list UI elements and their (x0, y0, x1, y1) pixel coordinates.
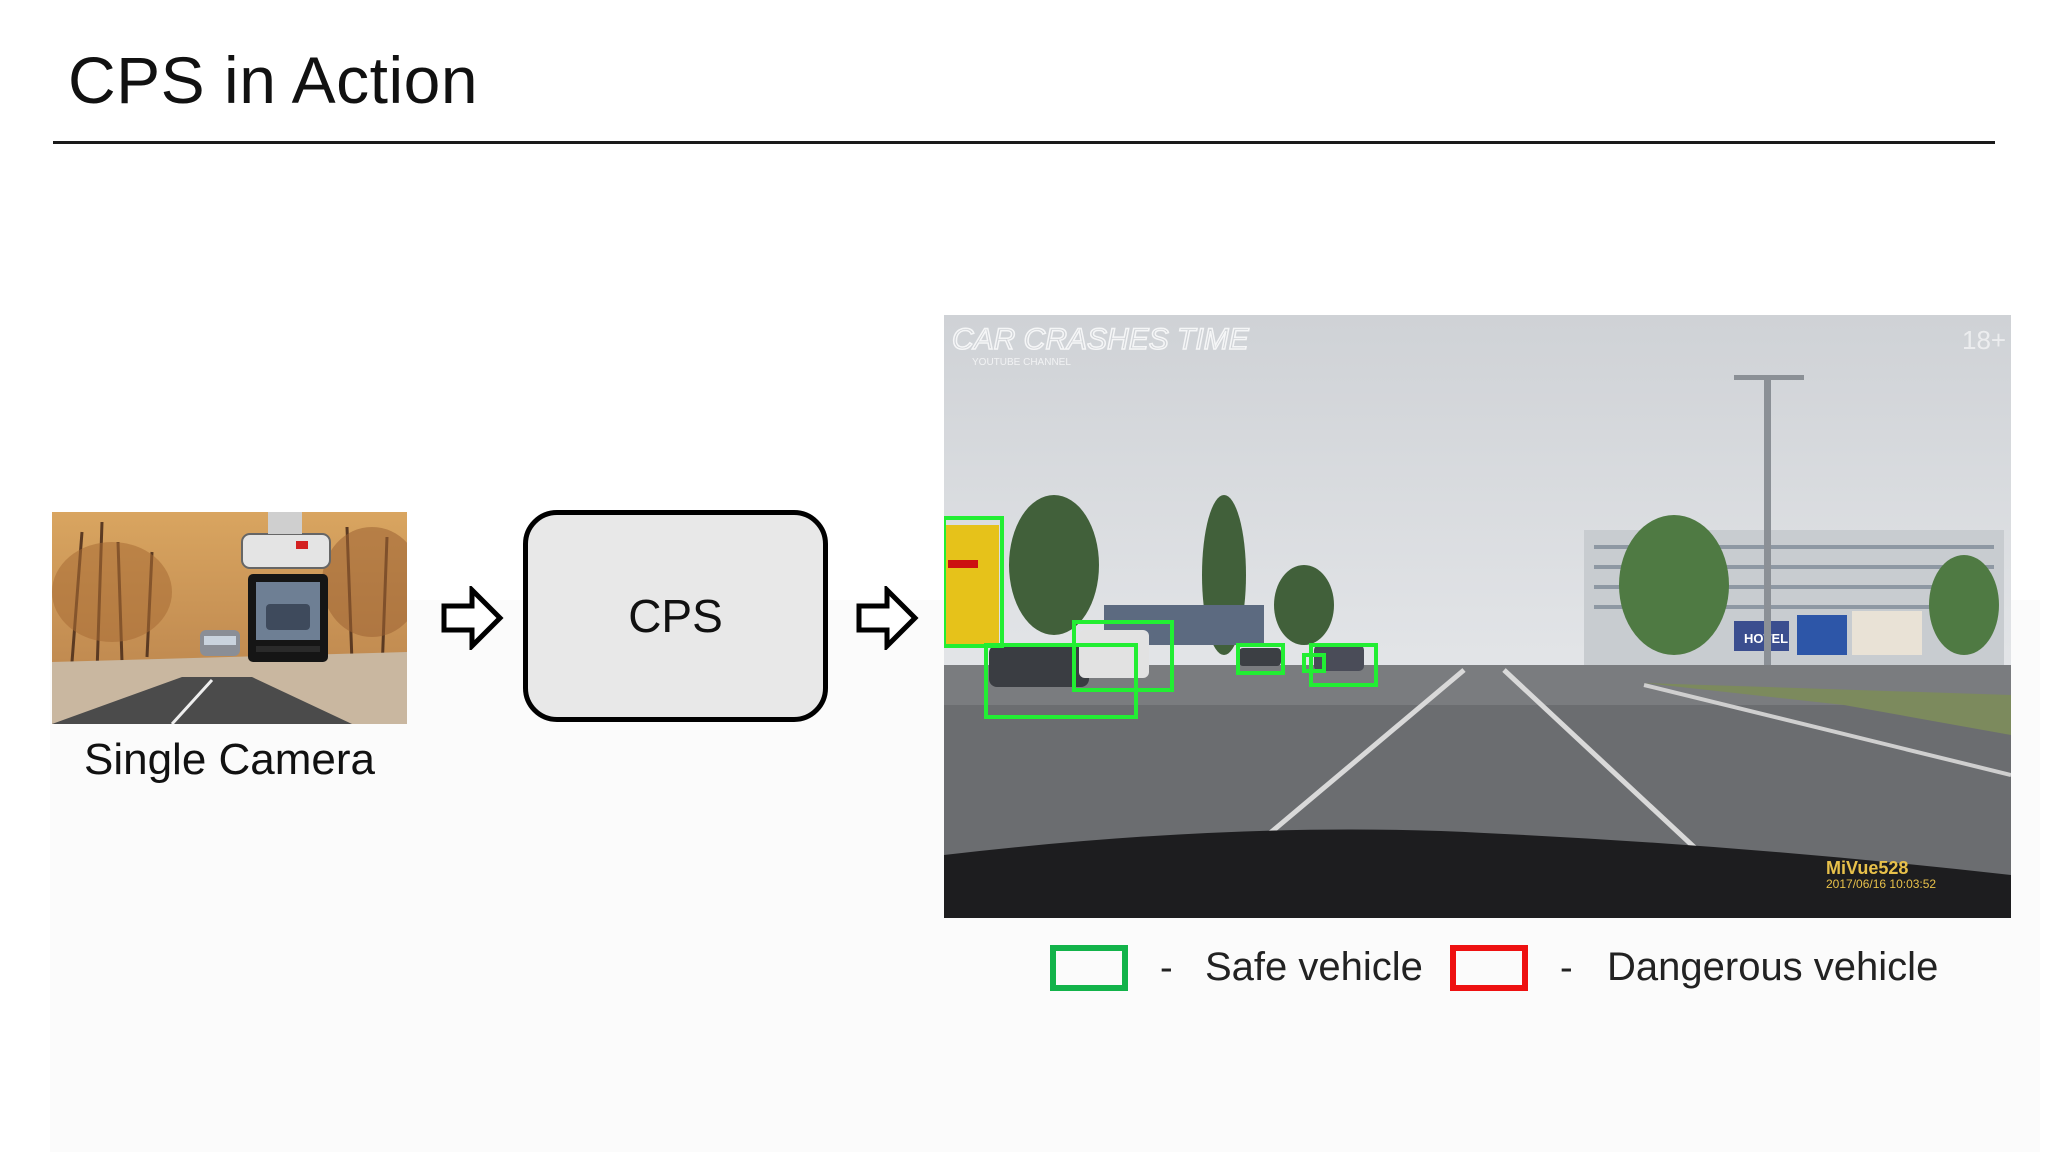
cps-process-label: CPS (628, 590, 723, 642)
dashcam-detection-image: HOTEL (944, 315, 2011, 918)
legend-safe-label: Safe vehicle (1205, 945, 1423, 989)
single-camera-caption: Single Camera (83, 735, 376, 784)
title-divider (53, 141, 1995, 144)
legend-safe-swatch (1050, 945, 1128, 991)
legend: - Safe vehicle - Dangerous vehicle (1045, 945, 1945, 1005)
legend-safe-dash: - (1160, 947, 1173, 989)
device-model: MiVue528 (1826, 858, 1908, 878)
flow-arrow-right-icon (440, 586, 504, 650)
age-badge: 18+ (1962, 325, 2006, 355)
single-camera-photo (52, 512, 407, 724)
flow-arrow-right-icon (855, 586, 919, 650)
dashcam-timestamp: 2017/06/16 10:03:52 (1826, 877, 1936, 891)
legend-danger-label: Dangerous vehicle (1607, 945, 1939, 989)
watermark-subtitle: YOUTUBE CHANNEL (972, 357, 1071, 368)
watermark-title: CAR CRASHES TIME (952, 323, 1250, 356)
legend-danger-swatch (1450, 945, 1528, 991)
cps-process-box: CPS (523, 510, 828, 722)
slide-title: CPS in Action (68, 43, 479, 117)
legend-danger-dash: - (1560, 947, 1573, 989)
